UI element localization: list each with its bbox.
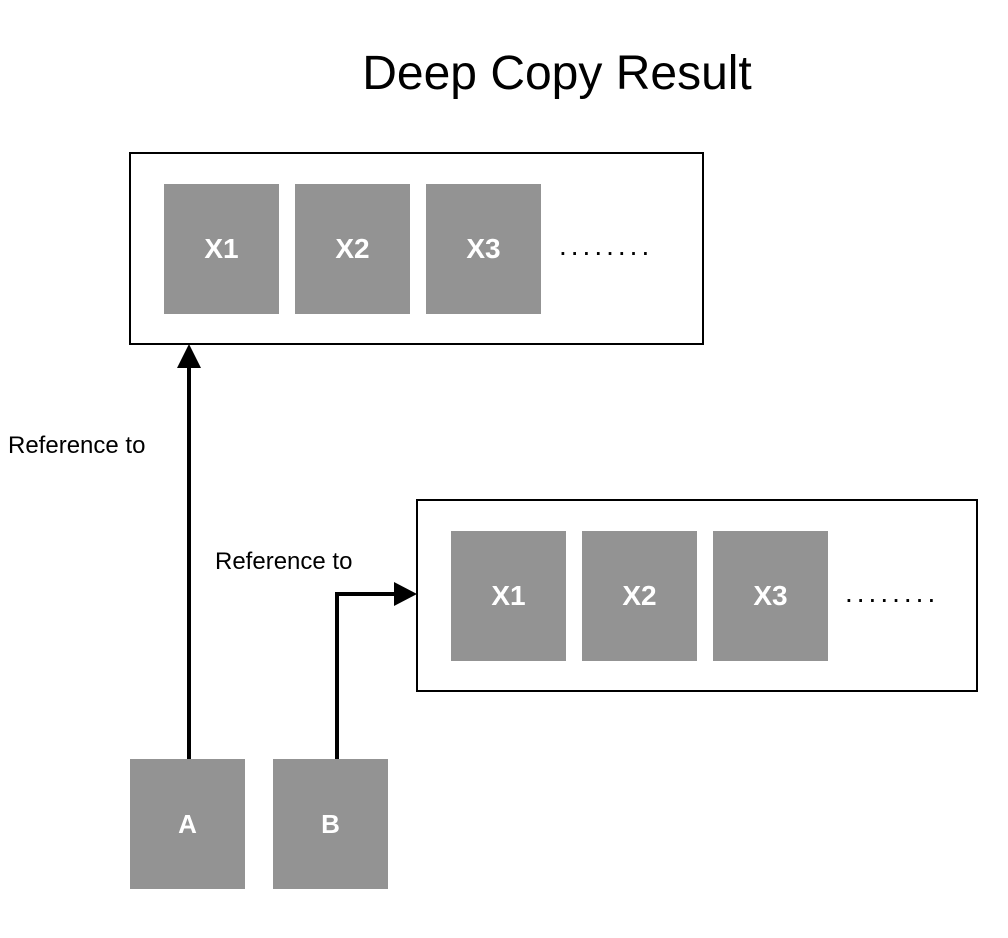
edge-label-a: Reference to <box>8 432 146 459</box>
variable-b: B <box>273 759 388 889</box>
diagram-title: Deep Copy Result <box>362 47 752 100</box>
variable-a: A <box>130 759 245 889</box>
bottom-ellipsis: ........ <box>845 577 940 608</box>
bottom-array-container: X1 X2 X3 ........ <box>416 499 978 692</box>
bottom-cell-x3: X3 <box>713 531 828 661</box>
bottom-cell-x1: X1 <box>451 531 566 661</box>
edge-label-b: Reference to <box>215 548 353 575</box>
bottom-cell-x2: X2 <box>582 531 697 661</box>
top-cell-x2: X2 <box>295 184 410 314</box>
arrow-b-head <box>394 582 417 606</box>
arrow-a-head <box>177 344 201 368</box>
top-cell-x3: X3 <box>426 184 541 314</box>
top-cell-x1: X1 <box>164 184 279 314</box>
arrow-b-line <box>335 592 397 759</box>
top-array-container: X1 X2 X3 ........ <box>129 152 704 345</box>
top-ellipsis: ........ <box>559 230 654 261</box>
